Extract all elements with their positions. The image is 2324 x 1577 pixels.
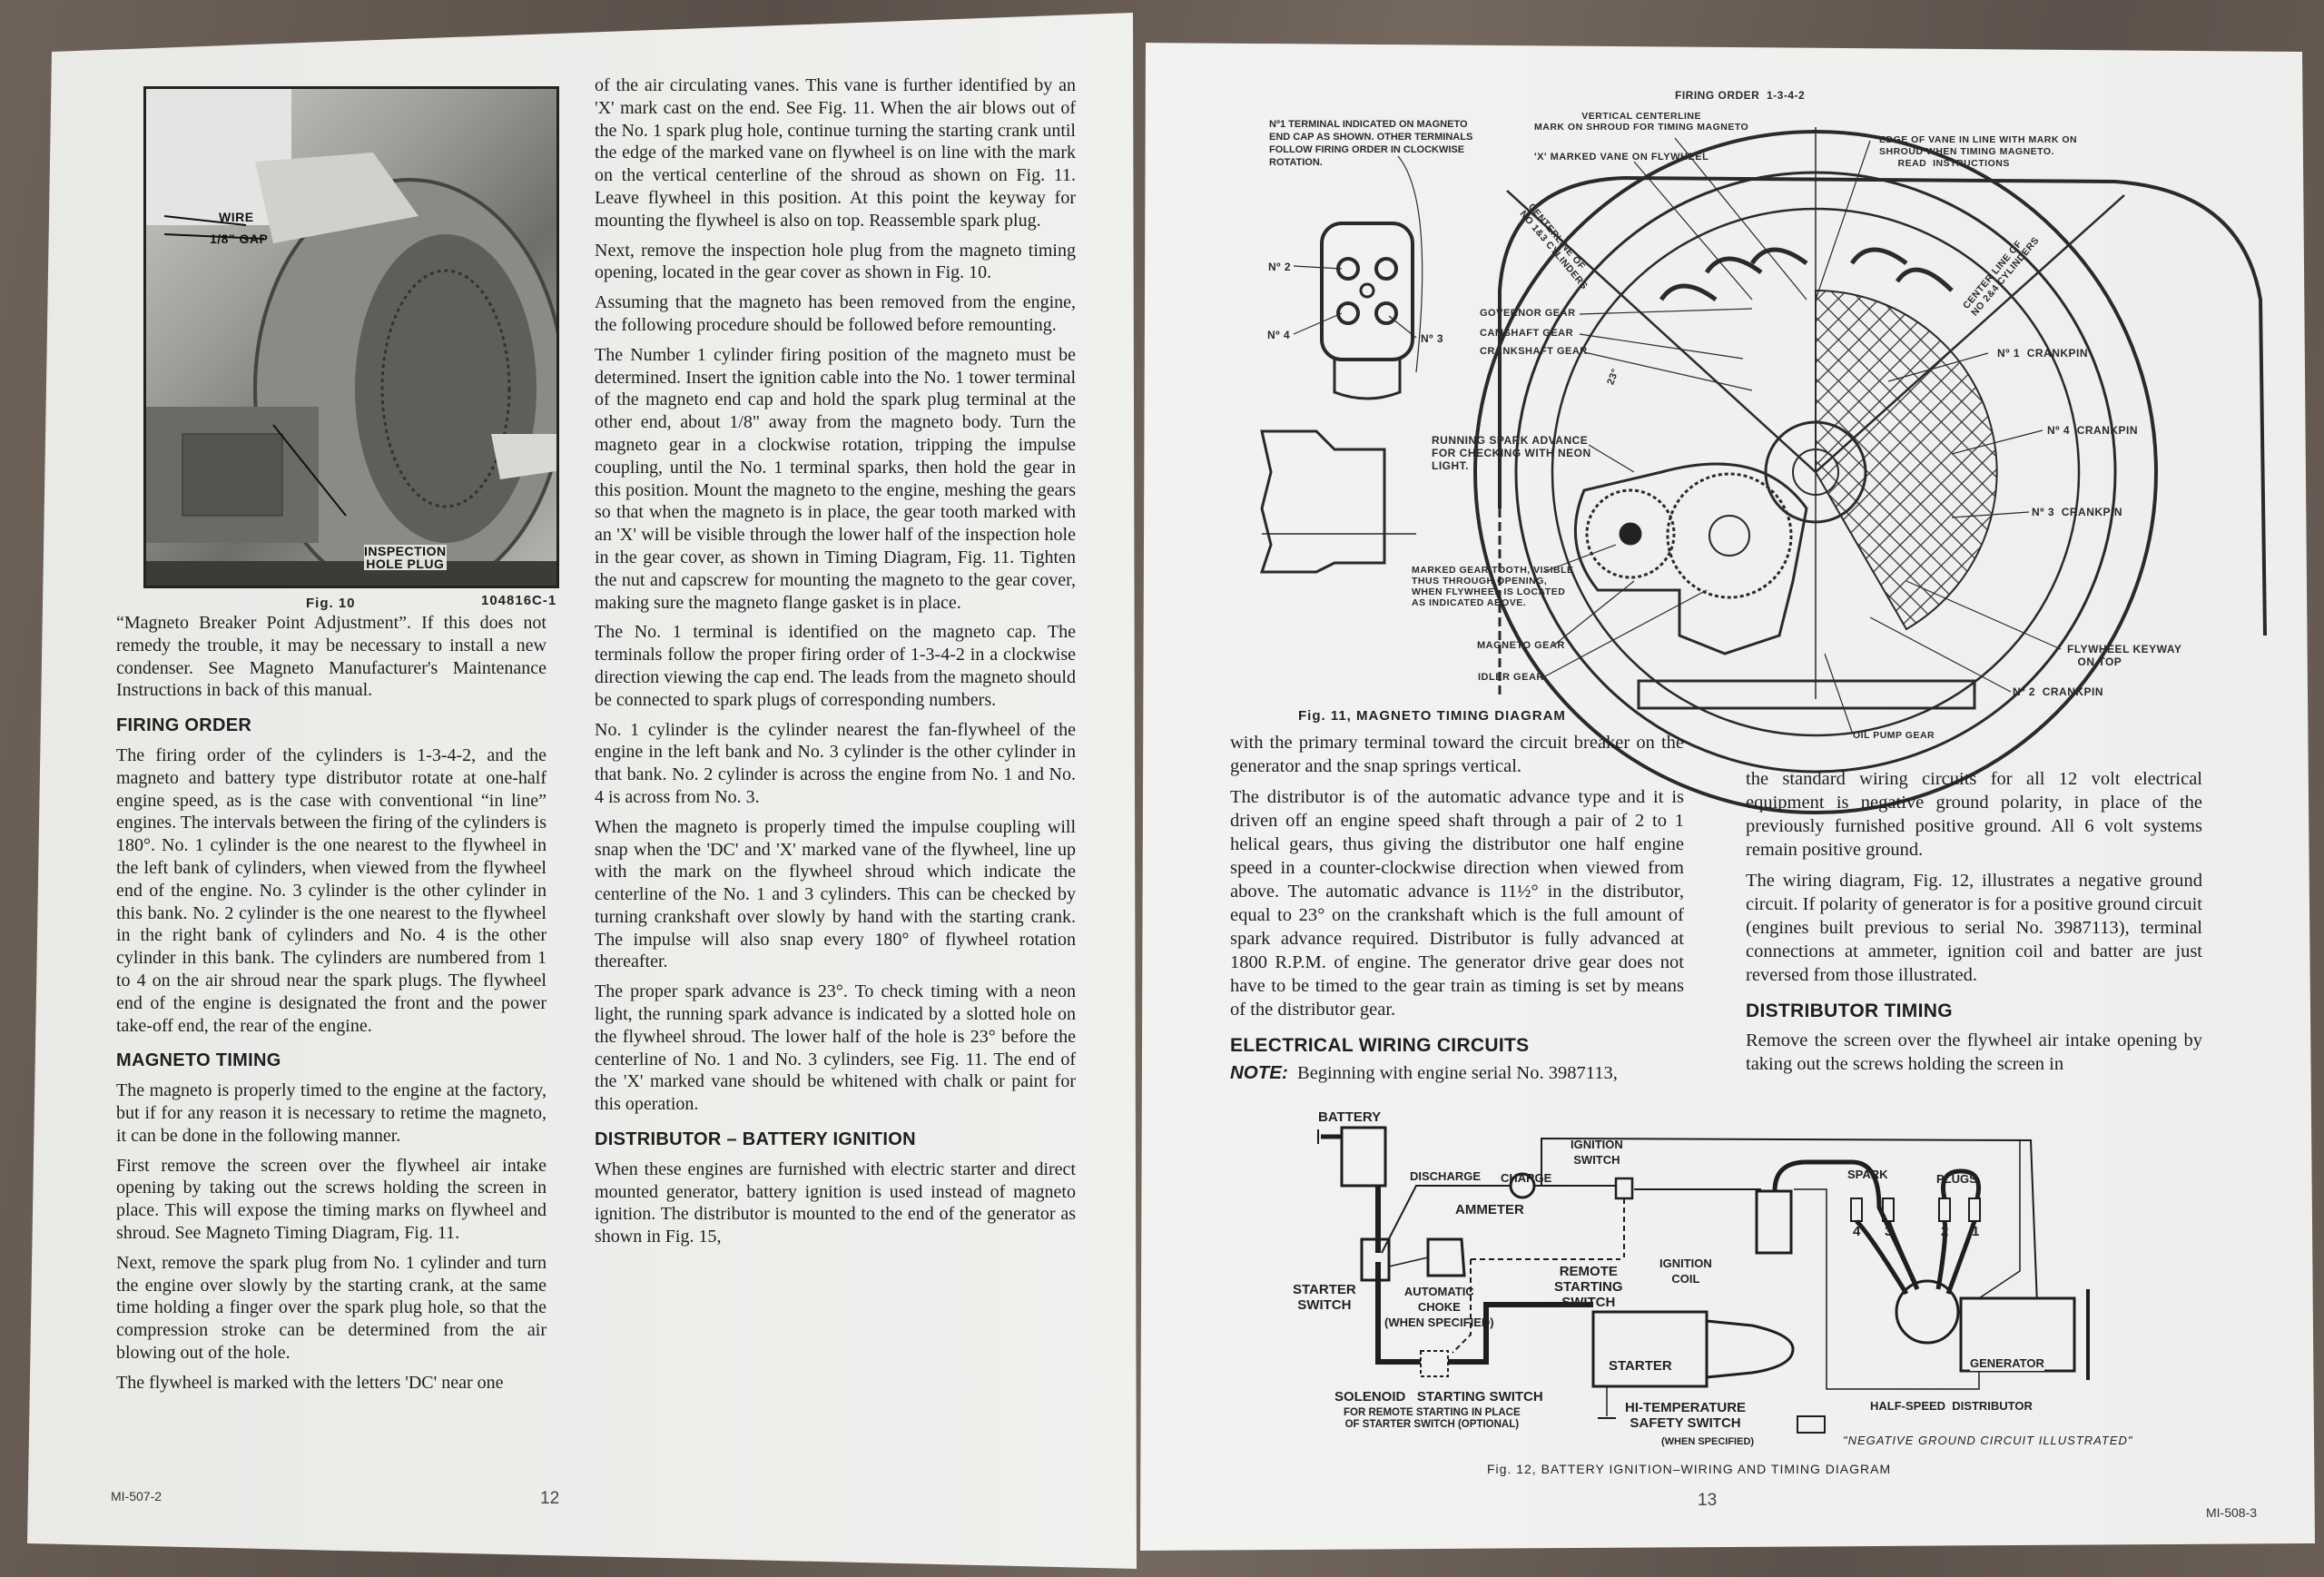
- fig12-label-plugs: PLUGS: [1936, 1172, 1977, 1186]
- fig11-label-idler-gear: IDLER GEAR: [1478, 672, 1544, 683]
- paragraph-primary-terminal: with the primary terminal toward the cir…: [1230, 733, 1684, 776]
- heading-magneto-timing: MAGNETO TIMING: [116, 1050, 281, 1071]
- fig10-caption: Fig. 10: [306, 596, 356, 611]
- paragraph-negative-ground: the standard wiring circuits for all 12 …: [1746, 769, 2202, 860]
- fig12-plug-number-1: 1: [1972, 1224, 1980, 1239]
- fig11-label-no4-crankpin: Nº 4 CRANKPIN: [2047, 424, 2139, 437]
- fig11-label-flywheel-keyway: FLYWHEEL KEYWAY ON TOP: [2067, 643, 2182, 668]
- fig11-label-no1-crankpin: Nº 1 CRANKPIN: [1997, 347, 2089, 360]
- paragraph-cylinder-layout: No. 1 cylinder is the cylinder nearest t…: [595, 719, 1076, 807]
- fig12-label-half-speed-distributor: HALF-SPEED DISTRIBUTOR: [1870, 1399, 2033, 1413]
- fig10-photo: WIRE 1/8" GAP INSPECTION HOLE PLUG: [143, 86, 559, 588]
- heading-distributor-timing: DISTRIBUTOR TIMING: [1746, 1000, 1953, 1021]
- paragraph-magneto-4: The flywheel is marked with the letters …: [116, 1372, 504, 1393]
- right-footer-code: MI-508-3: [2206, 1505, 2258, 1520]
- right-page-number: 13: [1698, 1491, 1718, 1510]
- fig12-label-when-specified: (WHEN SPECIFIED): [1661, 1436, 1755, 1447]
- left-footer-code: MI-507-2: [111, 1489, 162, 1503]
- fig11-label-firing-order: FIRING ORDER 1-3-4-2: [1675, 89, 1806, 102]
- paragraph-impulse-coupling: When the magneto is properly timed the i…: [595, 816, 1076, 972]
- fig12-label-starter: STARTER: [1609, 1358, 1672, 1374]
- paragraph-remove-screen: Remove the screen over the flywheel air …: [1746, 1030, 2202, 1074]
- fig11-label-terminal-note: Nº1 TERMINAL INDICATED ON MAGNETO END CA…: [1269, 119, 1473, 168]
- fig12-label-battery: BATTERY: [1318, 1109, 1382, 1125]
- fig11-label-no3-terminal: Nº 3: [1421, 332, 1444, 345]
- fig12-label-ignition-coil: IGNITION COIL: [1659, 1257, 1712, 1286]
- fig11-label-oil-pump-gear: OIL PUMP GEAR: [1853, 730, 1935, 741]
- paragraph-magneto-3: Next, remove the spark plug from No. 1 c…: [116, 1252, 547, 1363]
- fig11-label-governor-gear: GOVERNOR GEAR: [1480, 308, 1576, 319]
- fig12-label-charge: CHARGE: [1501, 1171, 1552, 1185]
- paragraph-inspection-plug: Next, remove the inspection hole plug fr…: [595, 240, 1076, 283]
- paragraph-magneto-1: The magneto is properly timed to the eng…: [116, 1080, 547, 1146]
- note-label: NOTE:: [1230, 1062, 1288, 1083]
- fig12-label-solenoid: SOLENOID STARTING SWITCH: [1334, 1389, 1543, 1405]
- fig12-label-starter-switch: STARTER SWITCH: [1293, 1282, 1356, 1313]
- fig11-label-no4-terminal: Nº 4: [1267, 329, 1291, 341]
- fig11-label-vertical-centerline: VERTICAL CENTERLINE MARK ON SHROUD FOR T…: [1534, 111, 1749, 133]
- left-page-column-1: “Magneto Breaker Point Adjustment”. If t…: [116, 612, 547, 1402]
- heading-electrical-wiring-circuits: ELECTRICAL WIRING CIRCUITS: [1230, 1035, 1530, 1056]
- paragraph-no1-terminal: The No. 1 terminal is identified on the …: [595, 622, 1076, 710]
- fig11-label-running-spark-advance: RUNNING SPARK ADVANCE FOR CHECKING WITH …: [1432, 434, 1591, 472]
- heading-firing-order: FIRING ORDER: [116, 715, 252, 736]
- paragraph-assuming: Assuming that the magneto has been remov…: [595, 292, 1076, 335]
- fig12-label-negative-ground: "NEGATIVE GROUND CIRCUIT ILLUSTRATED": [1843, 1434, 2133, 1447]
- fig12-caption: Fig. 12, BATTERY IGNITION–WIRING AND TIM…: [1487, 1462, 1892, 1476]
- fig11-caption: Fig. 11, MAGNETO TIMING DIAGRAM: [1298, 708, 1566, 724]
- paragraph-number-1-cylinder: The Number 1 cylinder firing position of…: [595, 344, 1076, 613]
- right-page-column-1: with the primary terminal toward the cir…: [1230, 731, 1684, 1092]
- paragraph-battery-ignition: When these engines are furnished with el…: [595, 1158, 1076, 1247]
- fig12-plug-number-2: 2: [1941, 1224, 1949, 1239]
- paragraph-firing-order: The firing order of the cylinders is 1-3…: [116, 744, 547, 1036]
- heading-distributor-battery-ignition: DISTRIBUTOR – BATTERY IGNITION: [595, 1129, 916, 1150]
- fig12-label-remote-starting-switch: REMOTE STARTING SWITCH: [1554, 1264, 1623, 1310]
- fig11-label-x-marked-vane: 'X' MARKED VANE ON FLYWHEEL: [1534, 152, 1709, 163]
- fig12-plug-number-4: 4: [1853, 1224, 1861, 1239]
- paragraph-vane: of the air circulating vanes. This vane …: [595, 75, 1076, 231]
- fig11-label-no3-crankpin: Nº 3 CRANKPIN: [2032, 506, 2123, 518]
- fig10-code: 104816C-1: [481, 593, 557, 608]
- paragraph-wiring-diagram: The wiring diagram, Fig. 12, illustrates…: [1746, 871, 2202, 985]
- right-page-column-2: the standard wiring circuits for all 12 …: [1746, 767, 2202, 1083]
- fig12-label-hi-temperature: HI-TEMPERATURE SAFETY SWITCH: [1625, 1400, 1747, 1431]
- fig11-label-marked-gear-tooth: MARKED GEAR TOOTH, VISIBLE THUS THROUGH …: [1412, 565, 1574, 608]
- note-text: Beginning with engine serial No. 3987113…: [1297, 1063, 1618, 1083]
- paragraph-breaker-point: “Magneto Breaker Point Adjustment”. If t…: [116, 613, 547, 701]
- paragraph-automatic-advance: The distributor is of the automatic adva…: [1230, 787, 1684, 1020]
- fig10-label-plug: INSPECTION HOLE PLUG: [364, 544, 447, 571]
- fig12-label-spark: SPARK: [1847, 1168, 1888, 1181]
- fig11-label-magneto-gear: MAGNETO GEAR: [1477, 640, 1565, 651]
- fig11-label-crankshaft-gear: CRANKSHAFT GEAR: [1480, 346, 1588, 357]
- fig12-label-ammeter: AMMETER: [1455, 1202, 1524, 1217]
- fig12-label-automatic-choke: AUTOMATIC CHOKE (WHEN SPECIFIED): [1384, 1285, 1494, 1329]
- fig11-label-edge-of-vane: EDGE OF VANE IN LINE WITH MARK ON SHROUD…: [1879, 134, 2078, 169]
- fig12-label-discharge: DISCHARGE: [1410, 1169, 1482, 1183]
- fig11-label-no2-terminal: Nº 2: [1268, 261, 1292, 273]
- fig10-label-wire: WIRE: [219, 210, 254, 224]
- paragraph-spark-advance: The proper spark advance is 23°. To chec…: [595, 981, 1076, 1115]
- left-page-column-2: of the air circulating vanes. This vane …: [595, 74, 1076, 1256]
- fig12-plug-number-3: 3: [1885, 1224, 1893, 1239]
- left-page-number: 12: [540, 1489, 560, 1508]
- fig11-label-camshaft-gear: CAMSHAFT GEAR: [1480, 328, 1574, 339]
- paragraph-magneto-2: First remove the screen over the flywhee…: [116, 1155, 547, 1243]
- fig10-label-gap: 1/8" GAP: [210, 232, 269, 246]
- fig12-label-solenoid-note: FOR REMOTE STARTING IN PLACE OF STARTER …: [1344, 1407, 1521, 1430]
- fig11-label-no2-crankpin: Nº 2 CRANKPIN: [2013, 685, 2104, 698]
- fig12-label-generator: GENERATOR: [1970, 1355, 2044, 1371]
- engine-photo-illustration: [146, 89, 556, 586]
- fig12-label-ignition-switch: IGNITION SWITCH: [1571, 1138, 1623, 1167]
